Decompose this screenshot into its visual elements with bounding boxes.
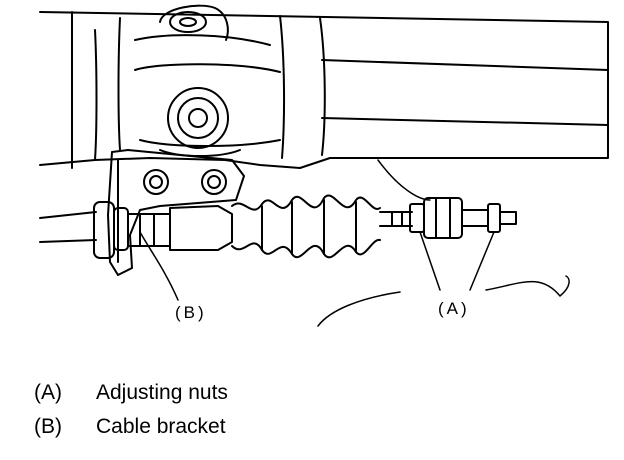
- callout-label-a: (A): [438, 299, 470, 318]
- release-lever: [39, 201, 233, 259]
- housing-bolt-icon: [167, 87, 229, 149]
- legend-key: (A): [34, 381, 62, 404]
- bracket-bolt-icon: [201, 169, 227, 195]
- clutch-cable-diagram: (A) (B): [39, 4, 609, 327]
- adjusting-nuts: [379, 197, 517, 239]
- transmission-housing: [39, 4, 609, 169]
- cable-dust-boot: [231, 194, 381, 259]
- legend-text: Adjusting nuts: [96, 381, 228, 404]
- legend-text: Cable bracket: [96, 415, 226, 438]
- legend: (A) Adjusting nuts (B) Cable bracket: [34, 376, 594, 444]
- legend-key: (B): [34, 415, 62, 438]
- cable-bracket: [107, 149, 245, 276]
- callout-label-b: (B): [175, 303, 207, 322]
- callout-leaders: [139, 159, 570, 327]
- legend-item: (A) Adjusting nuts: [34, 376, 594, 410]
- legend-item: (B) Cable bracket: [34, 410, 594, 444]
- bracket-bolt-icon: [143, 169, 169, 195]
- diagram-illustration: (A) (B): [39, 4, 609, 327]
